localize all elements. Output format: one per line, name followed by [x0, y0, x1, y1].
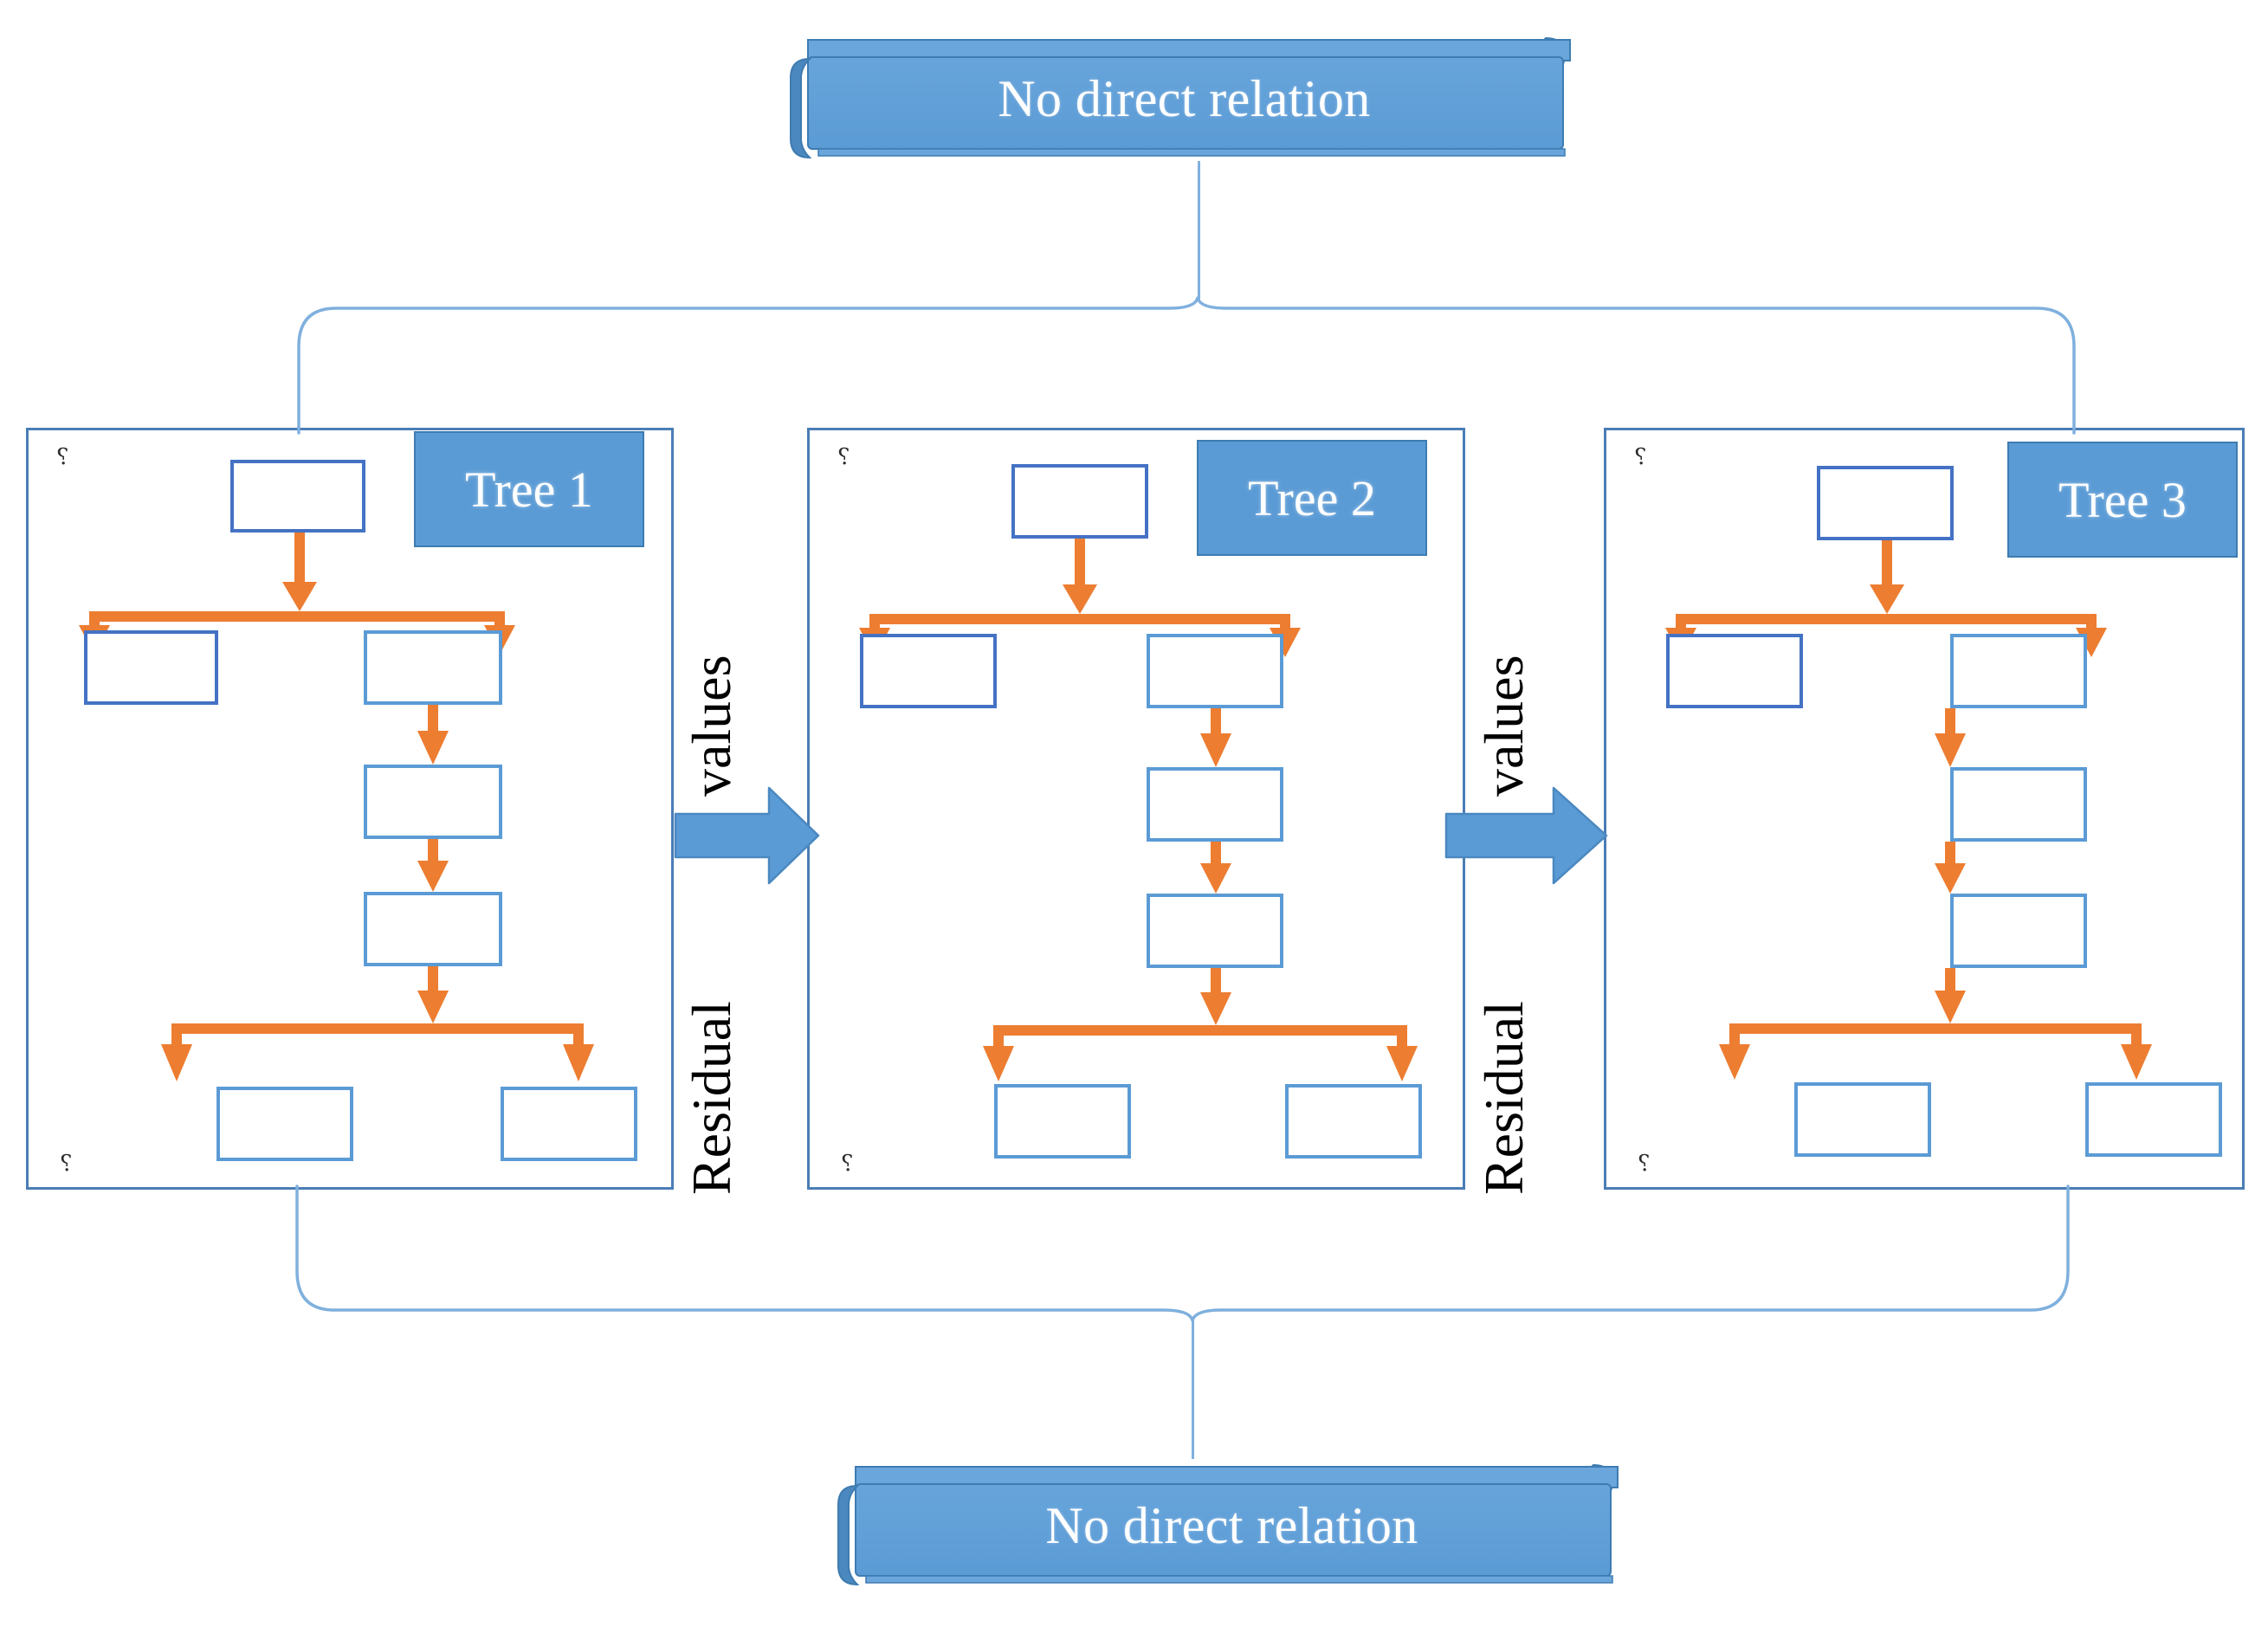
tree2-connectors [859, 537, 1418, 1081]
top-banner: No direct relation [784, 36, 1585, 162]
tree1-node-leaf-left [84, 630, 218, 705]
top-curly-brace [297, 296, 2076, 435]
tree3-node-branch-1 [1950, 634, 2087, 708]
tree3-node-root [1817, 466, 1954, 540]
transition-2-label-values: values [1473, 537, 1535, 797]
tree-tag-label-1: Tree 1 [465, 461, 593, 518]
corner-mark-top-left-1: ⸮ [56, 444, 68, 469]
tree2-node-leaf-br [1285, 1084, 1422, 1159]
tree-tag-3: Tree 3 [2007, 442, 2238, 558]
tree2-node-root [1011, 464, 1148, 539]
transition-1-residual-text: Residual [681, 1001, 742, 1195]
corner-mark-top-left-2: ⸮ [837, 444, 850, 469]
corner-mark-bottom-left-3: ⸮ [1638, 1151, 1650, 1176]
transition-2-values-text: values [1473, 655, 1535, 797]
transition-2-residual-text: Residual [1473, 1001, 1535, 1195]
tree2-node-leaf-bl [994, 1084, 1131, 1159]
bottom-curly-brace [295, 1184, 2070, 1322]
tree-tag-label-2: Tree 2 [1248, 469, 1376, 526]
tree2-node-branch-1 [1147, 634, 1283, 708]
corner-mark-bottom-left-1: ⸮ [60, 1151, 72, 1176]
tree-panel-1: ⸮ ⸮ [26, 428, 674, 1190]
tree-tag-1: Tree 1 [414, 431, 644, 547]
corner-mark-top-left-3: ⸮ [1634, 444, 1646, 469]
banner-ribbon-shape [790, 36, 1571, 159]
transition-2-label-residual: Residual [1473, 866, 1535, 1195]
banner-ribbon-shape-bottom [837, 1463, 1619, 1586]
bottom-brace-stem [1192, 1320, 1194, 1459]
transition-1-label-residual: Residual [681, 866, 742, 1195]
tree1-node-leaf-br [501, 1087, 637, 1161]
tree3-node-leaf-bl [1794, 1082, 1931, 1157]
tree3-node-branch-3 [1950, 894, 2087, 968]
tree3-connectors [1665, 539, 2152, 1080]
tree3-node-leaf-br [2085, 1082, 2222, 1157]
tree2-node-leaf-left [860, 634, 997, 708]
transition-2-block-arrow [1444, 786, 1608, 885]
bottom-banner-label: No direct relation [1045, 1497, 1418, 1554]
transition-1-label-values: values [681, 537, 742, 797]
top-banner-label: No direct relation [998, 70, 1371, 127]
transition-1-block-arrow [674, 786, 820, 885]
tree1-node-root [230, 460, 365, 532]
tree-tag-label-3: Tree 3 [2058, 471, 2187, 528]
tree1-node-branch-3 [364, 892, 502, 966]
transition-1-values-text: values [681, 655, 742, 797]
bottom-banner: No direct relation [831, 1463, 1632, 1589]
corner-mark-bottom-left-2: ⸮ [841, 1151, 853, 1176]
tree3-node-branch-2 [1950, 767, 2087, 842]
tree1-node-branch-1 [364, 630, 502, 705]
tree2-node-branch-2 [1147, 767, 1283, 842]
tree3-node-leaf-left [1666, 634, 1803, 708]
tree2-node-branch-3 [1147, 894, 1283, 968]
tree-tag-2: Tree 2 [1197, 440, 1427, 556]
tree1-node-leaf-bl [216, 1087, 353, 1161]
tree1-node-branch-2 [364, 765, 502, 839]
top-brace-stem [1198, 161, 1200, 300]
